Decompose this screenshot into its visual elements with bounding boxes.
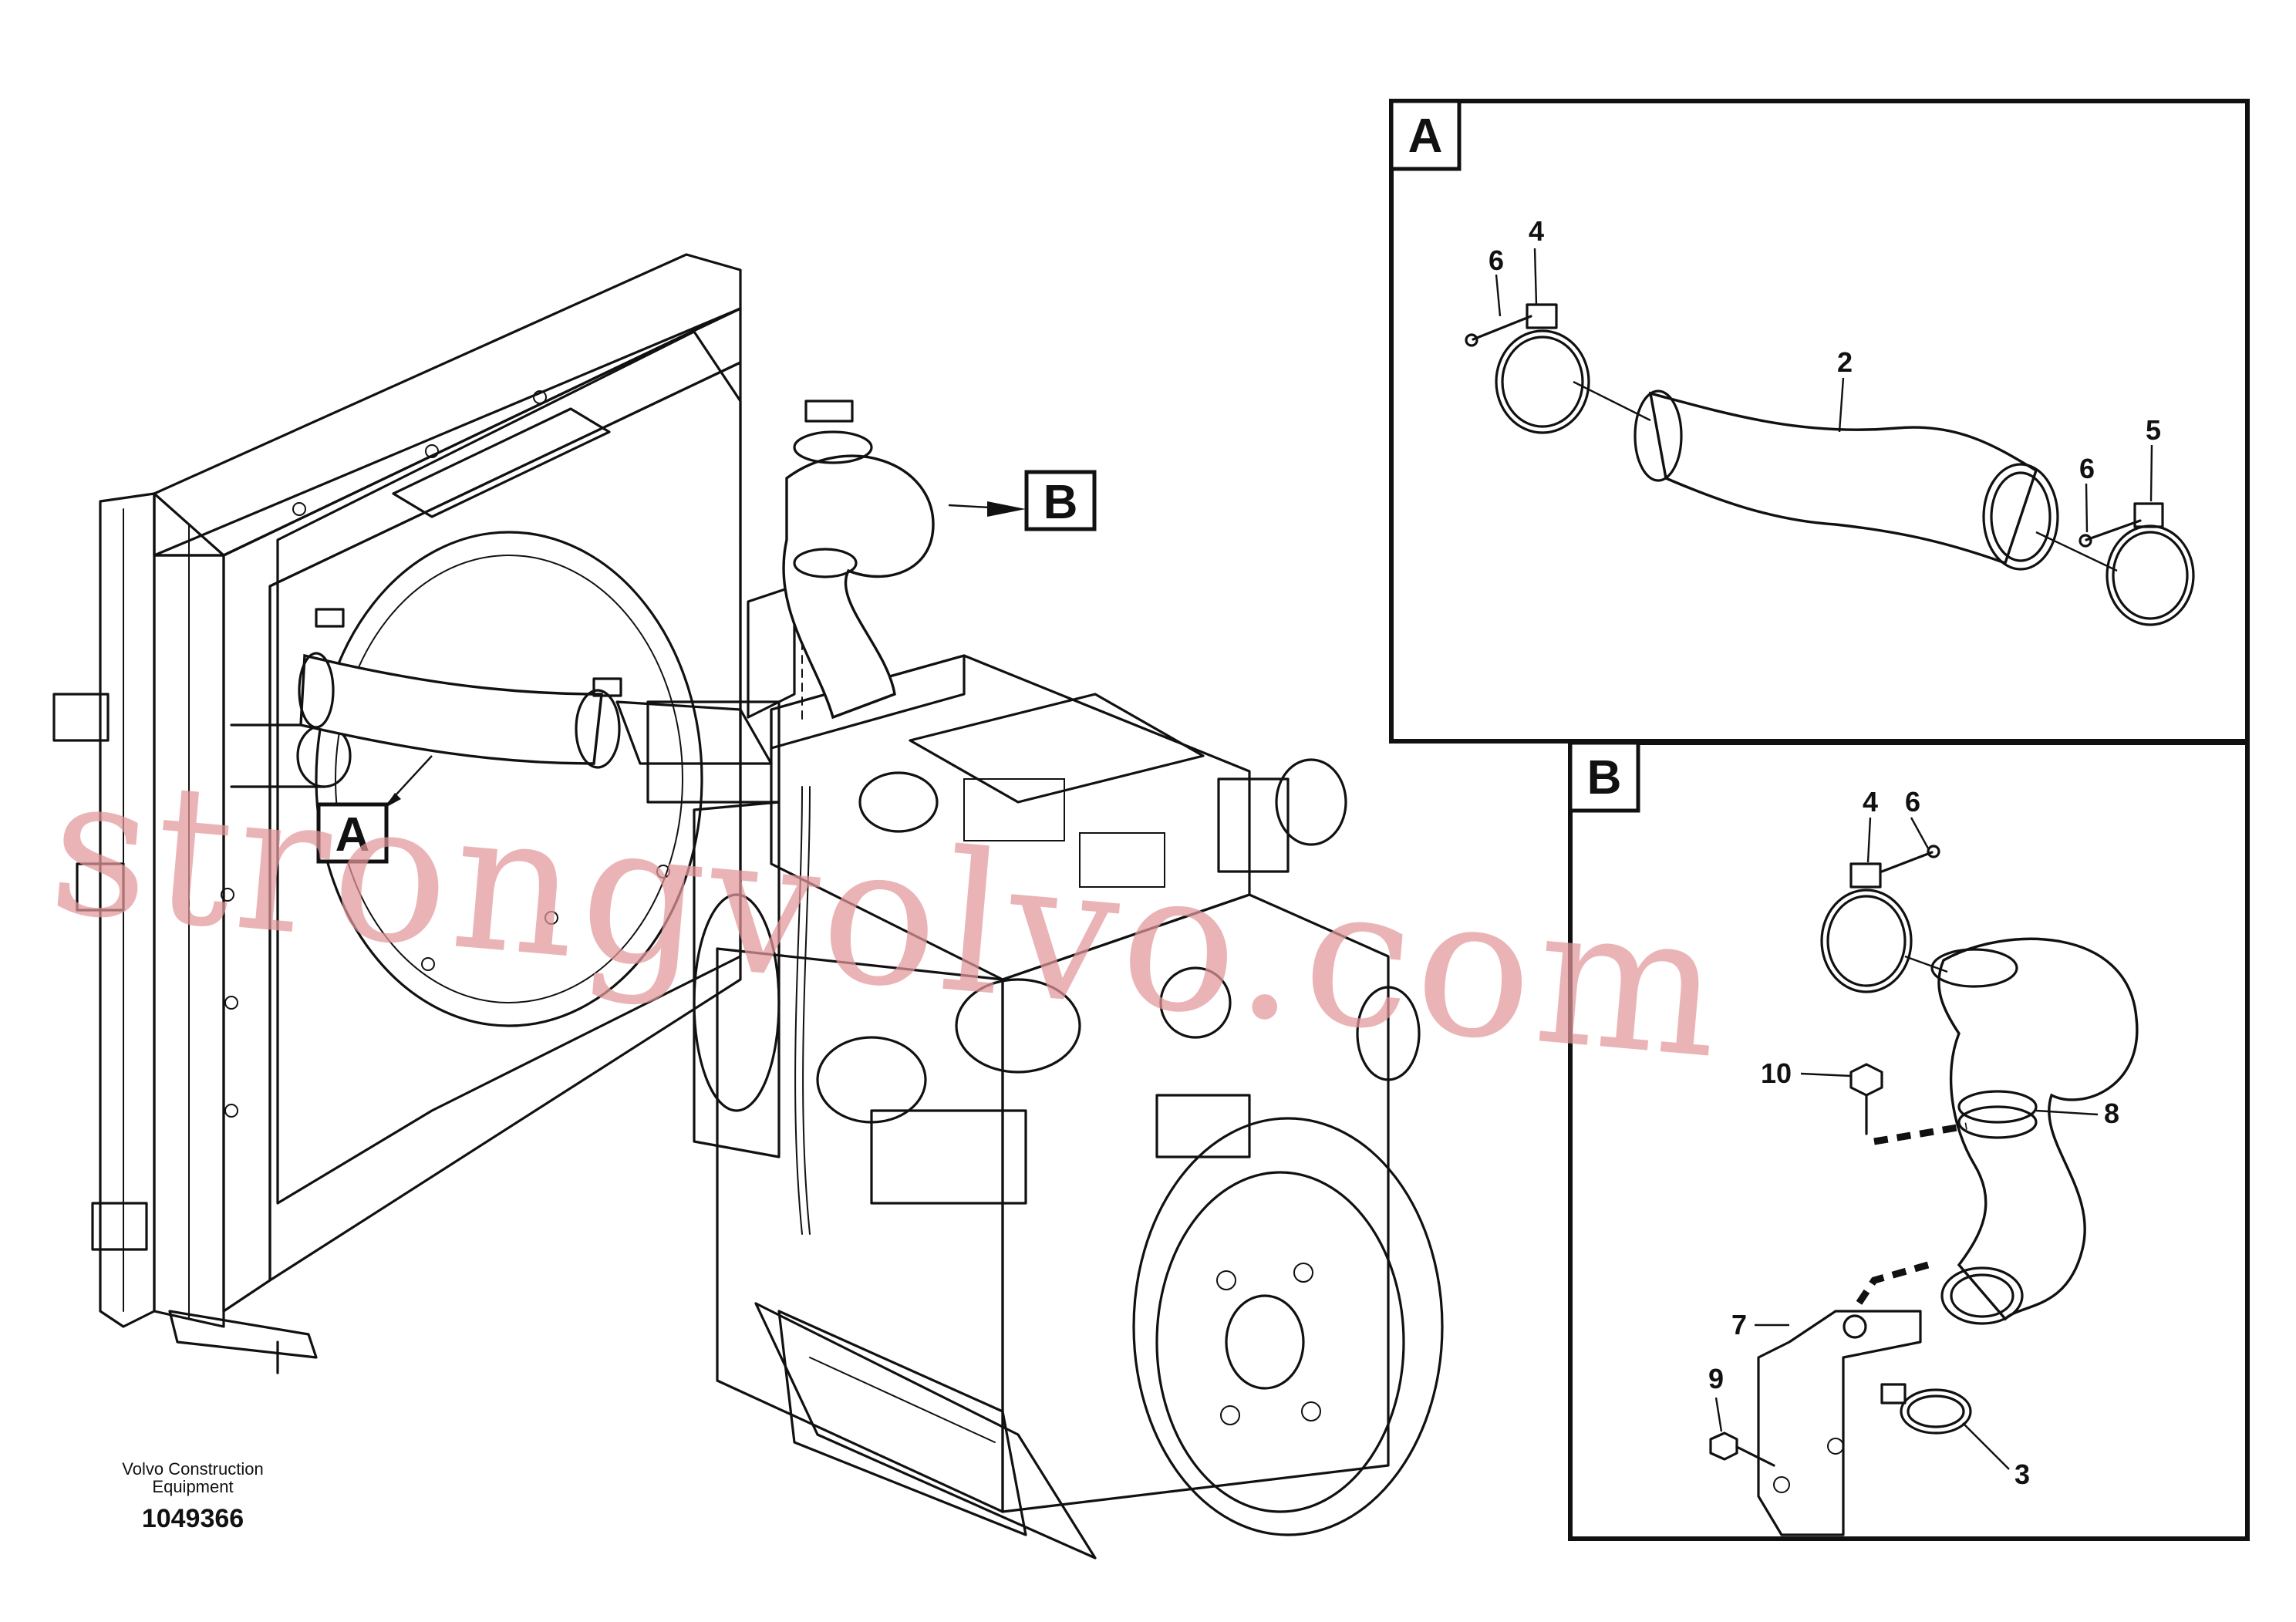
detail-b-leader-10 [1800,1072,1852,1077]
detail-b-leader-clamp-hose [1904,955,1948,973]
detail-b-leader-6 [1910,817,1930,849]
illustration-number: 1049366 [142,1504,244,1533]
detail-panel-a: A [1389,99,2250,744]
detail-a-callout-6-right: 6 [2079,453,2095,484]
detail-b-leader-9 [1714,1397,1723,1432]
leader-arrow-main-b [987,501,1026,517]
detail-b-bracket [1757,1310,1922,1536]
view-tag-b-main-label: B [1043,476,1078,529]
detail-a-leader-5 [2149,444,2153,502]
detail-a-leader-clamp-hose [1573,380,1651,422]
main-hose-b [782,400,935,720]
detail-a-leader-hose-clamp [2035,531,2118,572]
detail-a-callout-2: 2 [1837,346,1853,378]
detail-a-frame [1389,99,2250,744]
detail-a-callout-4: 4 [1529,215,1544,247]
view-tag-a-main[interactable]: A [316,802,389,864]
detail-b-tag[interactable]: B [1568,740,1640,813]
detail-b-hose [1930,937,2139,1325]
detail-b-bolt-top [1849,1063,1883,1135]
detail-b-clamp-top [1820,845,1940,993]
detail-a-tag[interactable]: A [1389,99,1462,171]
detail-a-clamp-left [1465,303,1590,434]
detail-b-callout-7: 7 [1731,1309,1747,1340]
detail-b-hidden-line [1856,1122,1967,1306]
detail-b-bolt-bottom [1709,1431,1775,1467]
view-tag-b-main[interactable]: B [1024,470,1097,531]
detail-a-tag-label: A [1408,110,1443,163]
publisher-line-2: Equipment [152,1477,233,1496]
view-tag-a-main-label: A [335,808,370,862]
detail-b-leader-3 [1962,1422,2010,1470]
engine-block [646,585,1444,1560]
detail-panel-b: B [1568,740,2250,1541]
detail-a-leader-2 [1838,377,1845,433]
detail-b-callout-8: 8 [2104,1098,2119,1129]
radiator-assembly [52,253,742,1374]
watermark-text: strongvolvo.com [42,732,1734,1102]
detail-b-callout-10: 10 [1761,1057,1792,1089]
detail-b-tag-label: B [1587,751,1622,804]
detail-a-clamp-right [2079,502,2195,626]
detail-b-callout-6: 6 [1905,786,1920,818]
detail-a-callout-6-left: 6 [1489,244,1504,276]
detail-a-callout-5: 5 [2146,414,2161,446]
main-hose-a [298,608,773,769]
publisher-line-1: Volvo Construction [122,1459,263,1479]
detail-b-callout-3: 3 [2014,1458,2030,1490]
detail-b-leader-8 [2035,1109,2099,1116]
detail-b-callout-9: 9 [1708,1363,1724,1394]
detail-a-leader-4 [1533,248,1538,305]
detail-b-callout-4: 4 [1863,786,1878,818]
detail-a-leader-6-right [2085,483,2089,533]
detail-b-leader-4 [1866,817,1872,863]
detail-b-clamp-bottom [1880,1383,1972,1435]
detail-a-hose [1633,389,2059,571]
detail-a-leader-6-left [1495,274,1502,317]
